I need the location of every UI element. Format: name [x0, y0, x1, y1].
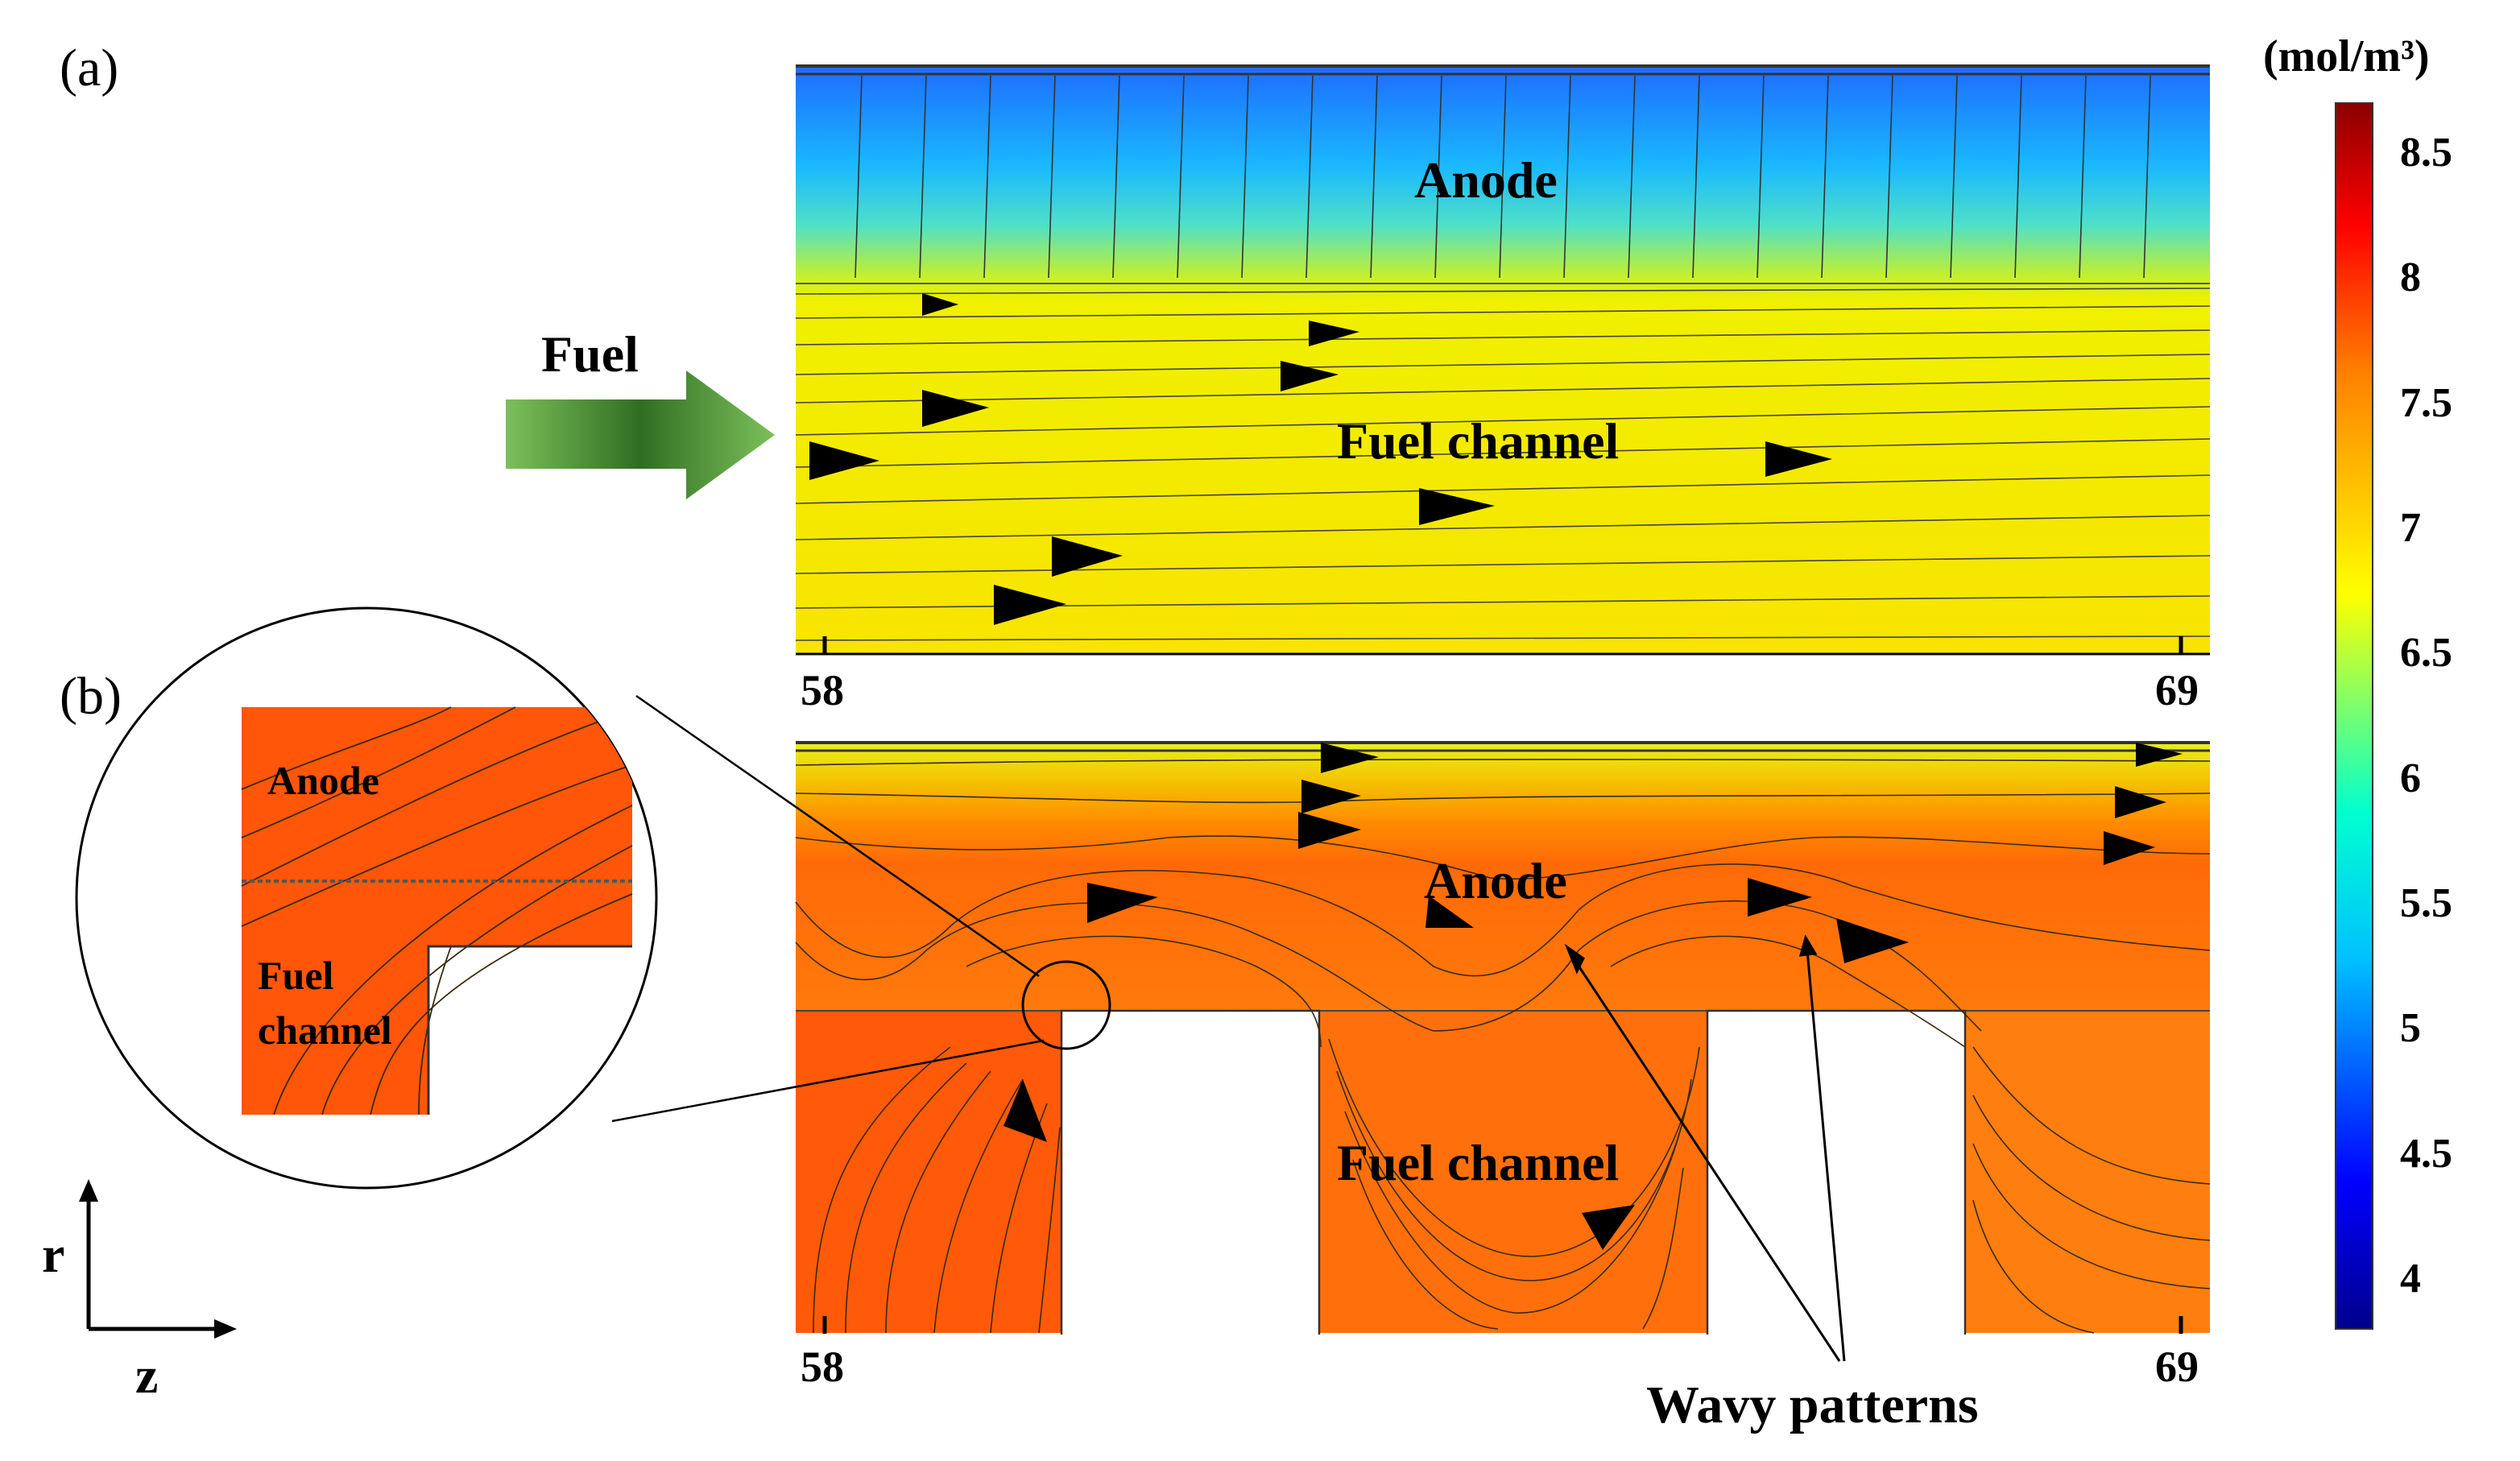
panel-b-flow-arrowheads [1003, 743, 2183, 1250]
colorbar [2335, 102, 2373, 1330]
panel-b-rib-1 [1061, 1011, 1319, 1335]
panel-b-rib-2 [1707, 1011, 1965, 1335]
axis-r-label: r [42, 1226, 65, 1283]
rz-axes [79, 1179, 237, 1339]
axis-z-label: z [135, 1347, 159, 1404]
wavy-pattern-arrows [1564, 934, 1846, 1362]
colorbar-tick-label: 7.5 [2400, 379, 2452, 426]
colorbar-tick-label: 4.5 [2400, 1130, 2452, 1177]
colorbar-tick-label: 6 [2400, 755, 2421, 801]
colorbar-tick-label: 6.5 [2400, 630, 2452, 677]
panel-a-z-end: 69 [2155, 666, 2199, 714]
colorbar-tick-label: 5 [2400, 1005, 2421, 1052]
panel-a-tag: (a) [60, 39, 119, 97]
panel-b-z-start: 58 [801, 1343, 844, 1391]
panel-a-anode-label: Anode [1414, 151, 1558, 209]
fuel-inlet-arrow [506, 370, 775, 499]
panel-b-field [795, 741, 2211, 1335]
colorbar-tick-label: 8 [2400, 255, 2421, 301]
zoom-connector-top [635, 694, 1040, 978]
zoom-target-circle [1021, 960, 1111, 1050]
wavy-patterns-label: Wavy patterns [1646, 1376, 1979, 1434]
inset-anode-label: Anode [267, 758, 379, 803]
panel-b-channel-right [1965, 1011, 2210, 1333]
colorbar-tick-label: 4 [2400, 1255, 2421, 1302]
panel-b-channel-left [796, 1011, 1061, 1333]
panel-a-anode-streamlines [854, 75, 2151, 279]
colorbar-tick-label: 8.5 [2400, 130, 2452, 176]
colorbar-tick-label: 5.5 [2400, 879, 2452, 926]
panel-b-streamlines [795, 759, 2211, 1334]
colorbar-tick-label: 7 [2400, 505, 2421, 552]
colorbar-unit: (mol/m³) [2263, 31, 2430, 81]
panel-a-channel-streamlines [795, 288, 2211, 641]
panel-b-anode-map [796, 743, 2210, 1012]
panel-b-tag: (b) [60, 667, 122, 726]
panel-b-channel-label: Fuel channel [1337, 1134, 1620, 1191]
panel-b-anode-label: Anode [1424, 852, 1567, 909]
panel-a-flow-arrowheads [809, 293, 1832, 625]
panel-a-channel-label: Fuel channel [1337, 412, 1620, 470]
panel-b-z-end: 69 [2155, 1343, 2199, 1391]
panel-a-field [795, 64, 2211, 656]
fuel-label: Fuel [541, 325, 639, 383]
zoom-connector-bottom [611, 1039, 1045, 1123]
zoom-inset [75, 606, 658, 1190]
panel-a-z-start: 58 [801, 666, 844, 714]
inset-channel-label-2: channel [258, 1008, 392, 1053]
inset-channel-label-1: Fuel [258, 953, 334, 998]
